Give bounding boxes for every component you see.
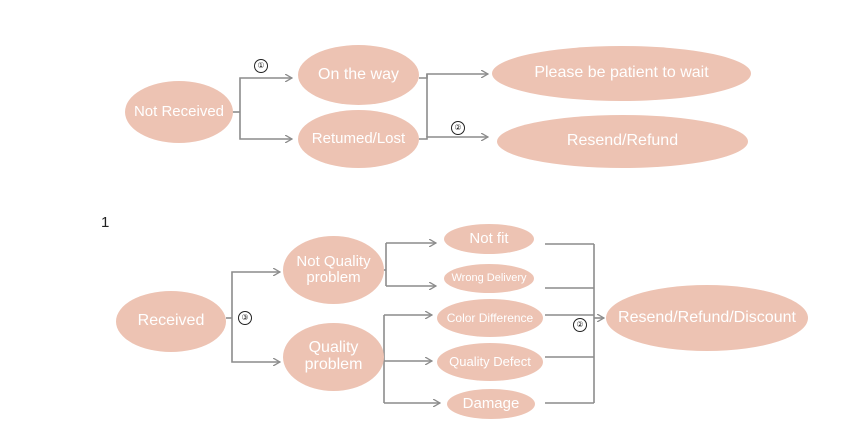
node-color-difference: Color Difference [437, 299, 543, 337]
node-quality-defect: Quality Defect [437, 343, 543, 381]
step-badge-2-top: ② [451, 121, 465, 135]
connector-to-please-wait [419, 74, 488, 79]
connector-root-to-on-the-way [239, 78, 292, 112]
node-not-quality-problem: Not Quality problem [283, 236, 384, 304]
stray-number-mark: 1 [101, 214, 110, 231]
node-please-be-patient: Please be patient to wait [492, 46, 751, 101]
node-resend-refund-discount: Resend/Refund/Discount [606, 285, 808, 351]
connector-root-to-quality [231, 318, 280, 362]
step-badge-1: ① [254, 59, 268, 73]
step-badge-3: ③ [238, 311, 252, 325]
node-wrong-delivery: Wrong Delivery [444, 264, 534, 293]
connector-root-to-returned [239, 112, 292, 139]
node-on-the-way: On the way [298, 45, 419, 105]
node-damage: Damage [447, 389, 535, 419]
node-quality-problem: Quality problem [283, 323, 384, 391]
connector-root-to-not-quality [231, 272, 280, 318]
node-received: Received [116, 291, 226, 352]
connector-to-resend-refund [419, 137, 488, 139]
node-resend-refund: Resend/Refund [497, 115, 748, 168]
node-returned-lost: Retumed/Lost [298, 110, 419, 168]
node-not-fit: Not fit [444, 224, 534, 254]
step-badge-2-bottom: ② [573, 318, 587, 332]
node-not-received: Not Received [125, 81, 233, 143]
